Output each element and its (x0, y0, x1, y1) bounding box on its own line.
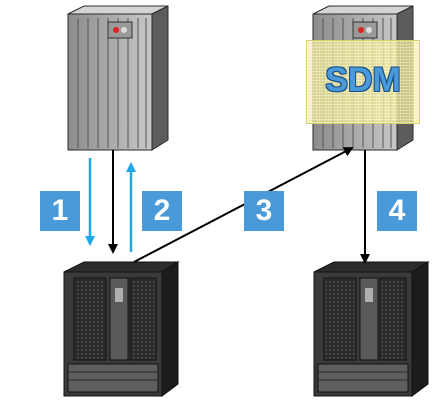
sdm-label: SDM (325, 61, 401, 99)
arrow-step-3 (133, 147, 354, 263)
sdm-overlay: SDM (306, 40, 420, 124)
storage-unit-primary (63, 261, 180, 397)
step-badge-2: 2 (142, 191, 182, 231)
step-badge-1: 1 (40, 191, 80, 231)
step-badge-3: 3 (244, 191, 284, 231)
host-server-primary (67, 5, 169, 151)
step-badge-4: 4 (377, 191, 417, 231)
storage-unit-secondary (313, 261, 430, 397)
